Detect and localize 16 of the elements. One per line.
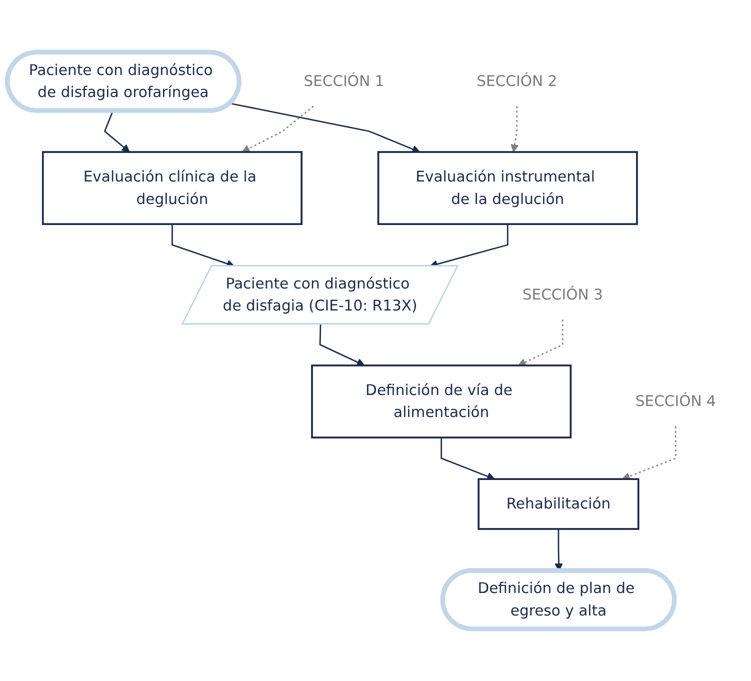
node-box: Rehabilitación <box>478 478 640 530</box>
arrow <box>104 110 130 152</box>
arrow <box>230 102 420 153</box>
arrow <box>319 324 365 366</box>
node-text: SECCIÓN 3 <box>522 286 603 304</box>
node-box: Definición de vía de alimentación <box>311 364 572 438</box>
arrow <box>518 320 564 366</box>
node-box: Evaluación clínica de la deglución <box>42 151 302 226</box>
arrow <box>510 106 519 152</box>
node-text: SECCIÓN 2 <box>476 72 558 90</box>
node-text: SECCIÓN 4 <box>635 392 716 410</box>
node-text: SECCIÓN 1 <box>304 72 384 90</box>
node-box: Evaluación instrumental de la deglución <box>377 151 638 226</box>
arrow <box>440 438 495 480</box>
arrow <box>622 426 676 480</box>
arrow <box>242 106 314 152</box>
